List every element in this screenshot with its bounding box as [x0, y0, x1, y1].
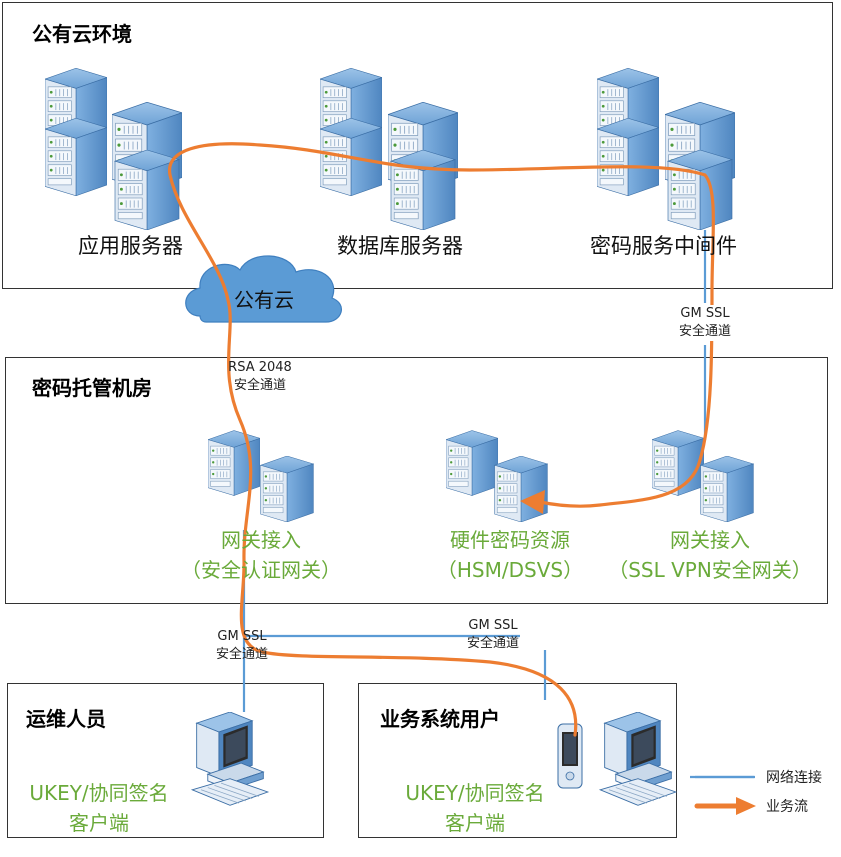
zone-title-hosting-room: 密码托管机房: [32, 376, 152, 400]
hsm-label: 硬件密码资源 （HSM/DSVS）: [425, 525, 595, 585]
business-flow-path: [167, 142, 715, 737]
legend-network-label: 网络连接: [766, 770, 822, 786]
biz-client-label: UKEY/协同签名 客户端: [392, 778, 558, 838]
gm-ssl-right-line1: GM SSL: [468, 618, 518, 633]
cloud-label: 公有云: [234, 288, 294, 312]
gm-ssl-left-channel: GM SSL 安全通道: [205, 628, 279, 664]
legend-flow-arrowhead: [736, 797, 756, 815]
gateway-auth-line1: 网关接入: [221, 528, 301, 552]
ops-client-label: UKEY/协同签名 客户端: [16, 778, 182, 838]
hsm-line1: 硬件密码资源: [450, 528, 570, 552]
rsa-2048-channel: RSA 2048 安全通道: [222, 359, 298, 395]
gm-ssl-left-line1: GM SSL: [217, 629, 267, 644]
ops-client-line1: UKEY/协同签名: [29, 781, 169, 805]
gm-ssl-right-line2: 安全通道: [466, 636, 519, 651]
biz-pc-icon: [599, 712, 677, 806]
gateway-vpn-label: 网关接入 （SSL VPN安全网关）: [605, 525, 815, 585]
gateway-auth-icon: [208, 430, 314, 522]
gm-ssl-top-channel: GM SSL 安全通道: [668, 305, 742, 341]
zone-title-public-cloud: 公有云环境: [32, 22, 132, 46]
gm-ssl-left-line2: 安全通道: [215, 647, 268, 662]
biz-client-line2: 客户端: [445, 811, 505, 835]
crypto-middleware-label: 密码服务中间件: [590, 234, 737, 258]
gateway-vpn-line1: 网关接入: [670, 528, 750, 552]
zone-title-biz-users: 业务系统用户: [380, 707, 500, 731]
rsa-2048-line1: RSA 2048: [228, 360, 292, 375]
gm-ssl-top-line1: GM SSL: [680, 306, 730, 321]
cloud-icon: [185, 255, 342, 323]
zone-title-ops-staff: 运维人员: [26, 707, 106, 731]
gateway-vpn-line2: （SSL VPN安全网关）: [608, 558, 812, 582]
ops-staff-zone: [7, 683, 324, 838]
hsm-line2: （HSM/DSVS）: [436, 558, 584, 582]
app-server-icon: [45, 68, 182, 230]
rsa-2048-line2: 安全通道: [233, 378, 286, 393]
ops-pc-icon: [191, 712, 269, 806]
gateway-auth-label: 网关接入 （安全认证网关）: [166, 525, 356, 585]
db-server-label: 数据库服务器: [337, 234, 463, 258]
hsm-icon: [446, 430, 548, 522]
db-server-icon: [320, 68, 458, 230]
legend-flow-label: 业务流: [766, 799, 808, 815]
ops-client-line2: 客户端: [69, 811, 129, 835]
biz-phone-icon: [557, 723, 583, 789]
gateway-auth-line2: （安全认证网关）: [181, 558, 341, 582]
business-flow-arrowhead: [520, 490, 545, 514]
gm-ssl-top-line2: 安全通道: [678, 324, 731, 339]
gm-ssl-right-channel: GM SSL 安全通道: [456, 617, 530, 653]
app-server-label: 应用服务器: [78, 234, 183, 258]
biz-client-line1: UKEY/协同签名: [405, 781, 545, 805]
